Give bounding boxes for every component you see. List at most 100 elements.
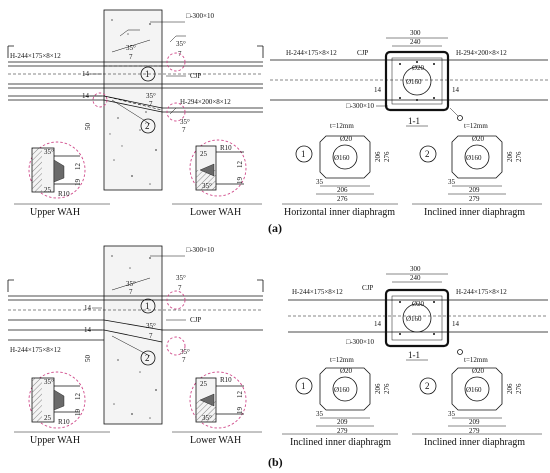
dia2-a-w2: 279: [469, 195, 480, 203]
dia2-a-h2: 276: [515, 151, 523, 162]
dia1-b-w2: 279: [337, 427, 348, 435]
panel-a: □-300×10 H-244×175×8×12 H-294×200×8×12 3…: [7, 9, 548, 235]
num7-b2: 7: [178, 284, 182, 292]
dia2-b-h1: 206: [506, 383, 514, 394]
section-mark-left-a: [7, 45, 14, 58]
sec-a-beam-right: H-294×200×8×12: [456, 49, 507, 57]
num7-b4: 7: [182, 356, 186, 364]
upper-wah-detail-b: 35° 25 R10 12 19: [28, 371, 86, 429]
lwah-a-r10: R10: [220, 144, 232, 152]
dia2-b-s: 35: [448, 410, 456, 418]
dia2-b-h2: 276: [515, 383, 523, 394]
angle-a2: 35°: [176, 40, 186, 48]
angle-b2: 35°: [176, 274, 186, 282]
weld14-b1: 14: [84, 304, 92, 312]
dia1-a-marker: 1: [301, 149, 306, 159]
uwah-b-r10: R10: [58, 418, 70, 426]
sec-a-300: 300: [410, 29, 421, 37]
uwah-b-19: 19: [74, 409, 82, 417]
dia1-a-h1: 206: [374, 151, 382, 162]
cjp-a: CJP: [190, 72, 201, 80]
beam-label-left-a: H-244×175×8×12: [10, 52, 61, 60]
sec-b-phi160: Ø160: [406, 315, 422, 323]
sec-a-beam-left: H-244×175×8×12: [286, 49, 337, 57]
dim50-b: 50: [84, 355, 92, 363]
column-b: [103, 245, 163, 425]
angle-b4: 35°: [180, 348, 190, 356]
concrete-speckle-a: [109, 19, 157, 185]
caption-b: (b): [268, 455, 283, 469]
dia1-b-h2: 276: [383, 383, 391, 394]
num7-b3: 7: [149, 332, 153, 340]
uwah-b-25: 25: [44, 414, 52, 422]
dia1-b-t: t=12mm: [330, 356, 354, 364]
lwah-b-25: 25: [200, 380, 208, 388]
panel-b: □-300×10 H-244×175×8×12 35° 7 35° 7 35° …: [7, 245, 548, 469]
uwah-a-12: 12: [74, 163, 82, 171]
section-b: 300 240 CJP H-244×175×8×12 H-244×175×8×1…: [288, 265, 548, 361]
sec-b-300: 300: [410, 265, 421, 273]
dia1-b-phi20: Ø20: [340, 367, 353, 375]
sec-a-cjp: CJP: [357, 49, 368, 57]
dia1-b-marker: 1: [301, 381, 306, 391]
uwah-b-35: 35°: [44, 378, 54, 386]
marker2-a-text: 2: [145, 121, 150, 131]
dia2-b-w2: 279: [469, 427, 480, 435]
sec-a-phi20: Ø20: [412, 64, 425, 72]
sec-b-cjp: CJP: [362, 284, 373, 292]
tube-label-a: □-300×10: [186, 12, 215, 20]
dia1-a-t: t=12mm: [330, 122, 354, 130]
lower-wah-detail-b: 25 R10 35° 12 19: [189, 371, 247, 429]
dia1-b-phi160: Ø160: [334, 386, 350, 394]
marker2-a: [140, 118, 156, 134]
dia1-a-s: 35: [316, 178, 324, 186]
column-a: [103, 9, 163, 191]
dia1-a-phi20: Ø20: [340, 135, 353, 143]
dia1-b-h1: 206: [374, 383, 382, 394]
caption-a: (a): [268, 221, 282, 235]
dia2-a-marker: 2: [425, 149, 430, 159]
dim50-a: 50: [84, 123, 92, 131]
num7-a1: 7: [129, 53, 133, 61]
dia1-a-caption: Horizontal inner diaphragm: [284, 207, 395, 218]
uwah-a-25: 25: [44, 186, 52, 194]
upper-wah-caption-a: Upper WAH: [30, 207, 80, 218]
upper-wah-detail-a: 35° 25 R10 12 19: [28, 141, 86, 199]
lower-wah-caption-b: Lower WAH: [190, 435, 241, 446]
dia2-b-caption: Inclined inner diaphragm: [424, 437, 525, 448]
tube-section-a: [384, 50, 450, 112]
lwah-b-12: 12: [236, 391, 244, 399]
sec-b-240: 240: [410, 274, 421, 282]
dia2-a-s: 35: [448, 178, 456, 186]
hole-160-a: [402, 66, 432, 96]
section-mark-right-a: [257, 45, 264, 58]
uwah-a-19: 19: [74, 179, 82, 187]
tube-label-b: □-300×10: [186, 246, 215, 254]
dia2-b-w1: 209: [469, 418, 480, 426]
weld14-b2: 14: [84, 326, 92, 334]
marker1-a: [140, 66, 156, 82]
lwah-b-r10: R10: [220, 376, 232, 384]
lwah-a-12: 12: [236, 161, 244, 169]
elevation-b: □-300×10 H-244×175×8×12 35° 7 35° 7 35° …: [7, 245, 264, 446]
marker2-b: 2: [145, 353, 150, 363]
sec-b-label: 1-1: [408, 350, 420, 360]
uwah-b-12: 12: [74, 393, 82, 401]
sec-a-label: 1-1: [408, 116, 420, 126]
sec-a-14-left: 14: [374, 86, 382, 94]
cjp-b: CJP: [190, 316, 201, 324]
diaphragm1-b: 1 t=12mm Ø20 Ø160 35 209 279 206 276 Inc…: [282, 356, 398, 448]
lwah-b-19: 19: [236, 407, 244, 415]
upper-wah-caption-b: Upper WAH: [30, 435, 80, 446]
weld14-a2: 14: [82, 92, 90, 100]
sec-a-14-right: 14: [452, 86, 460, 94]
beam-label-right-a: H-294×200×8×12: [180, 98, 231, 106]
marker1-b: 1: [145, 301, 150, 311]
dia1-a-w1: 206: [337, 186, 348, 194]
angle-a3: 35°: [146, 92, 156, 100]
dia1-a-w2: 276: [337, 195, 348, 203]
sec-b-beam-left: H-244×175×8×12: [292, 288, 343, 296]
marker1-a-text: 1: [145, 69, 150, 79]
dia2-a-phi20: Ø20: [472, 135, 485, 143]
